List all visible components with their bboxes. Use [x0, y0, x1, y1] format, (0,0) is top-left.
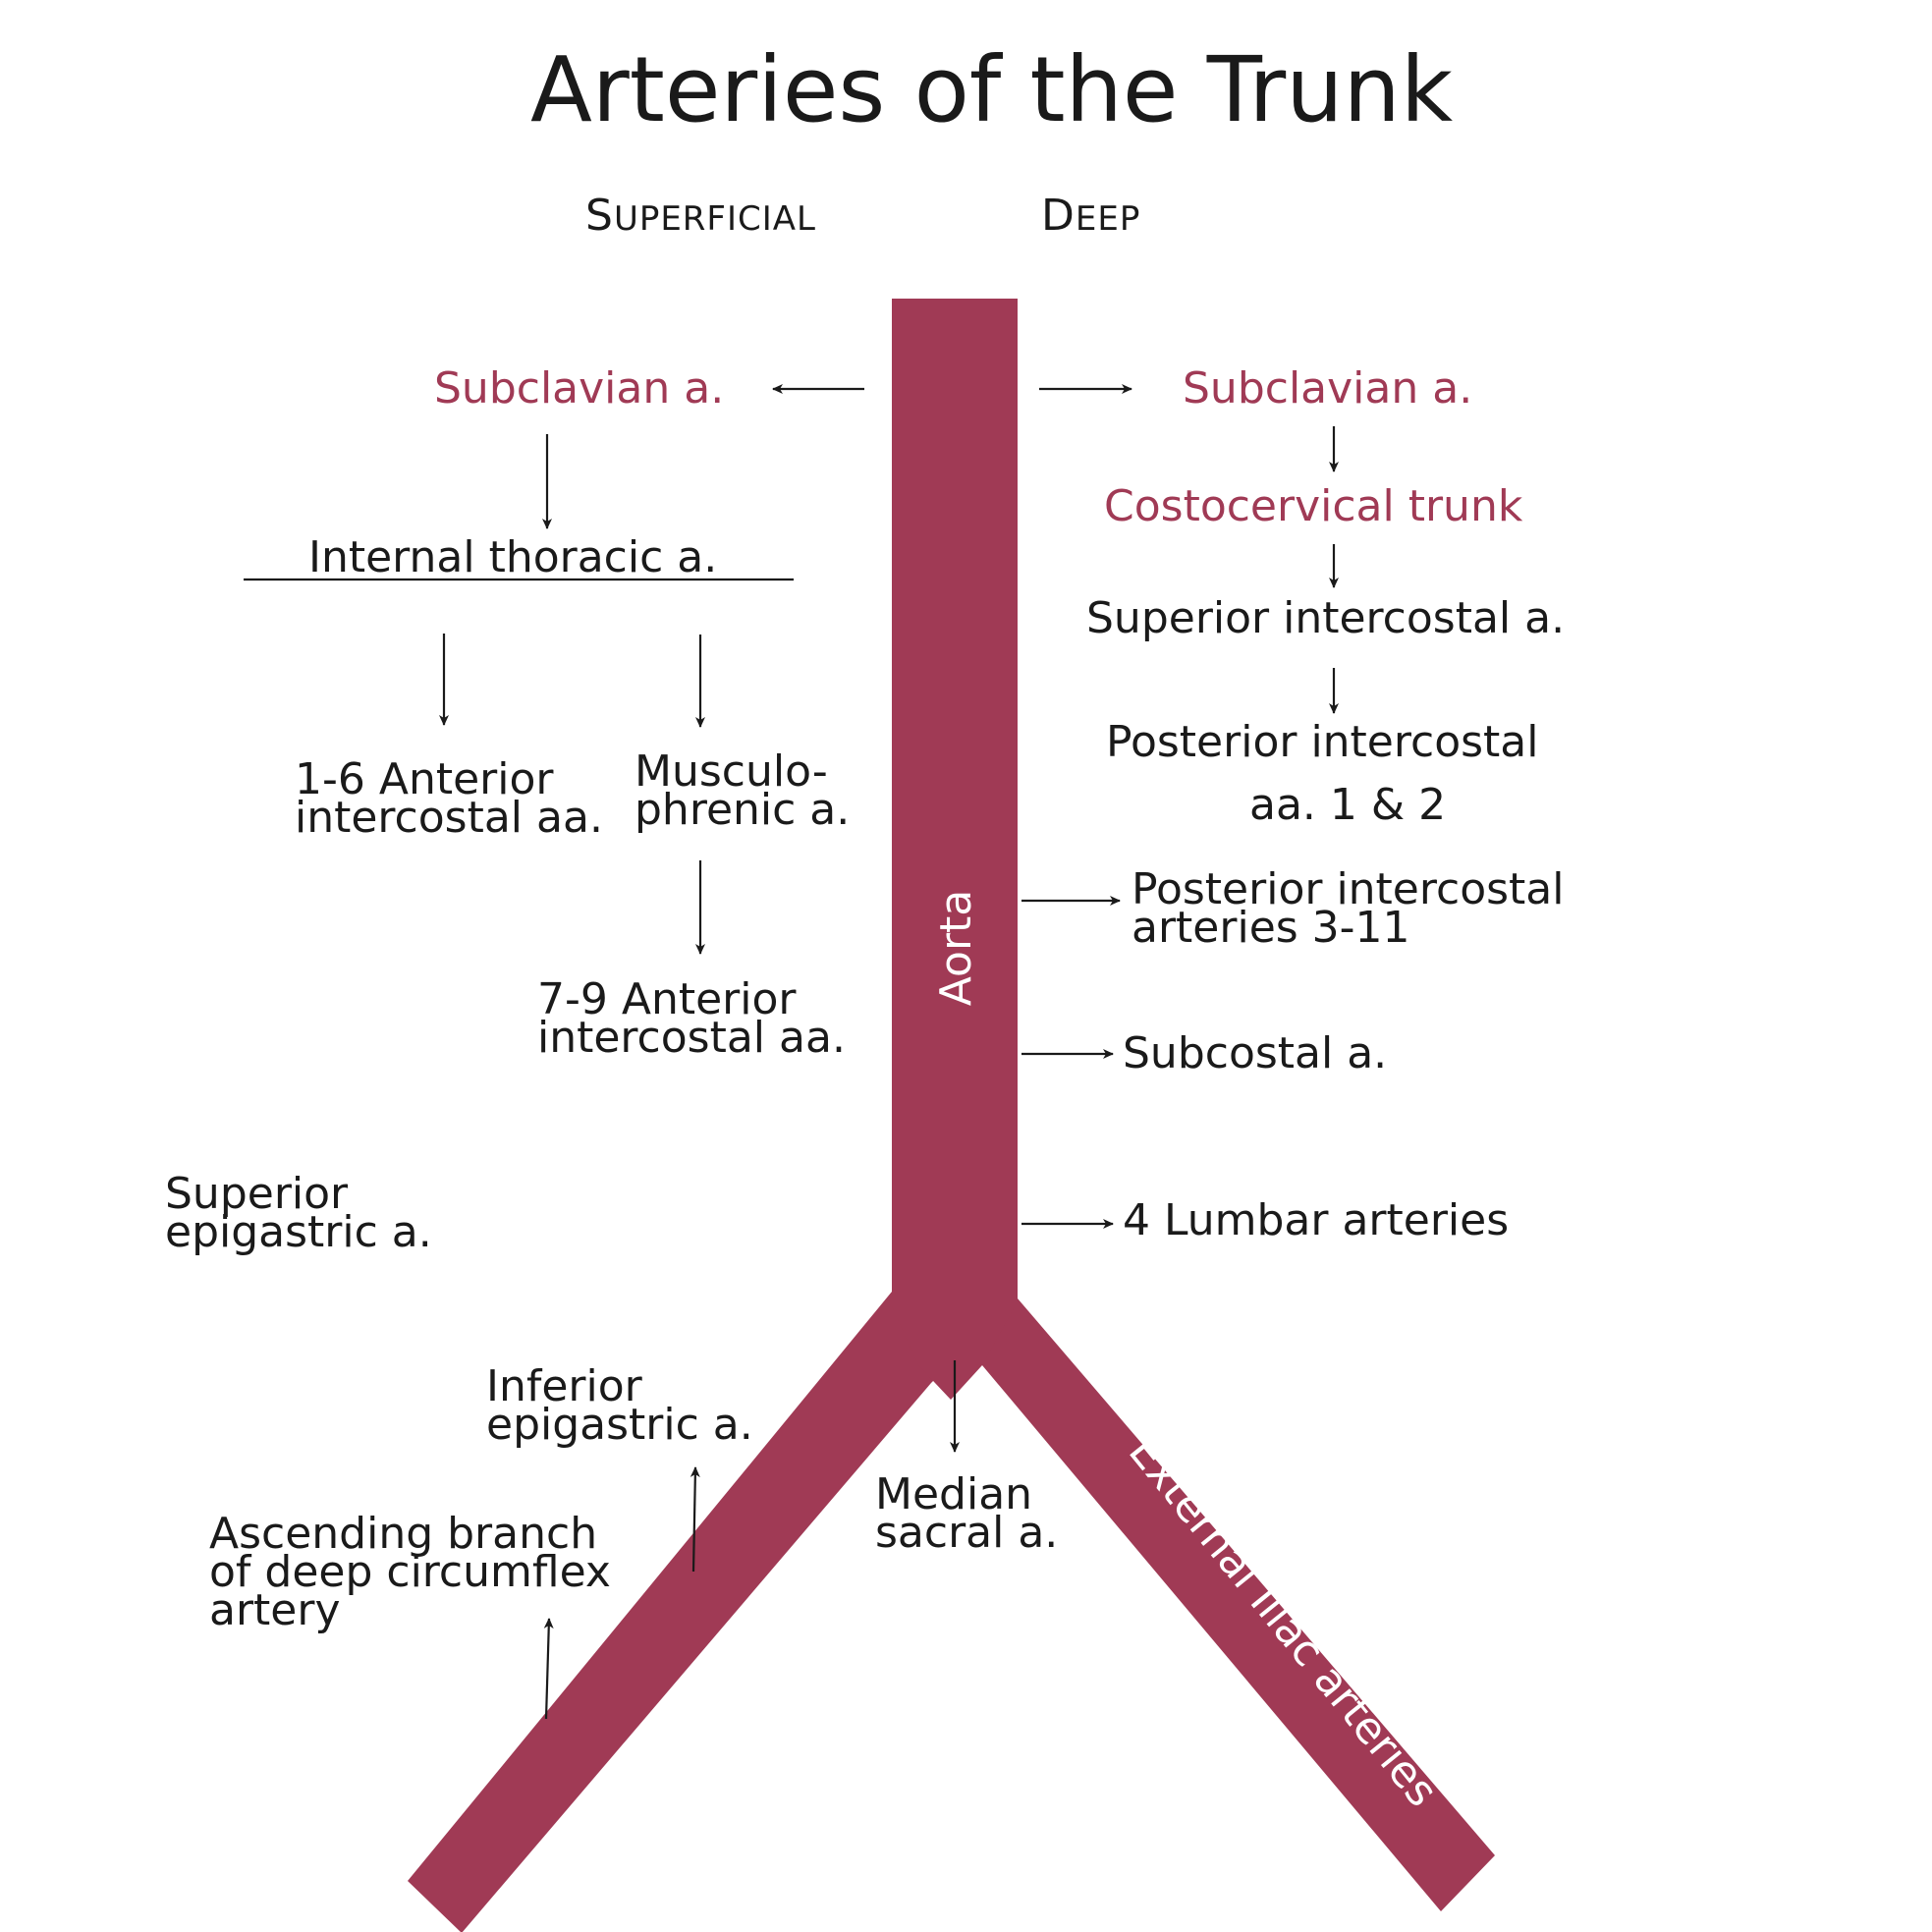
aorta-label: Aorta: [931, 890, 981, 1007]
lumbar-label: 4 Lumbar arteries: [1123, 1195, 1510, 1245]
arrow-to-deep-circumflex: [543, 1618, 554, 1720]
superior-intercostal-label: Superior intercostal a.: [1086, 593, 1566, 643]
arrow-to-inferior-epigastric: [690, 1466, 700, 1573]
deep-header-initial: D: [1041, 191, 1076, 241]
posterior-intercostal-3-11-label: Posterior intercostal arteries 3-11: [1132, 864, 1565, 953]
musculophrenic-label: Musculo- phrenic a.: [635, 746, 851, 835]
right-subclavian-label: Subclavian a.: [1183, 363, 1473, 414]
deep-circumflex-label: Ascending branch of deep circumflex arte…: [209, 1509, 611, 1635]
arrows: [244, 384, 1339, 1720]
costocervical-label: Costocervical trunk: [1104, 481, 1523, 531]
internal-thoracic-label: Internal thoracic a.: [308, 532, 718, 582]
posterior-intercostal-1-2-line1: Posterior intercostal: [1106, 717, 1539, 767]
deep-header-rest: EEP: [1075, 199, 1141, 239]
superficial-header-initial: S: [585, 191, 614, 241]
subcostal-label: Subcostal a.: [1123, 1028, 1388, 1078]
page-title: Arteries of the Trunk: [530, 37, 1454, 142]
inferior-epigastric-label: Inferior epigastric a.: [486, 1361, 753, 1450]
left-subclavian-label: Subclavian a.: [434, 363, 725, 414]
deep-header: DEEP: [1041, 194, 1140, 238]
anterior-intercostal-7-9-label: 7-9 Anterior intercostal aa.: [537, 974, 846, 1063]
anterior-intercostal-1-6-label: 1-6 Anterior intercostal aa.: [295, 754, 603, 843]
iliac-label: External Iliac arteries: [1119, 1427, 1448, 1816]
median-sacral-label: Median sacral a.: [875, 1469, 1059, 1558]
aorta-vessel: [408, 299, 1495, 1932]
superior-epigastric-label: Superior epigastric a.: [165, 1169, 432, 1257]
superficial-header: SUPERFICIAL: [585, 194, 816, 238]
superficial-header-rest: UPERFICIAL: [613, 199, 816, 239]
posterior-intercostal-1-2-line2: aa. 1 & 2: [1249, 780, 1447, 830]
